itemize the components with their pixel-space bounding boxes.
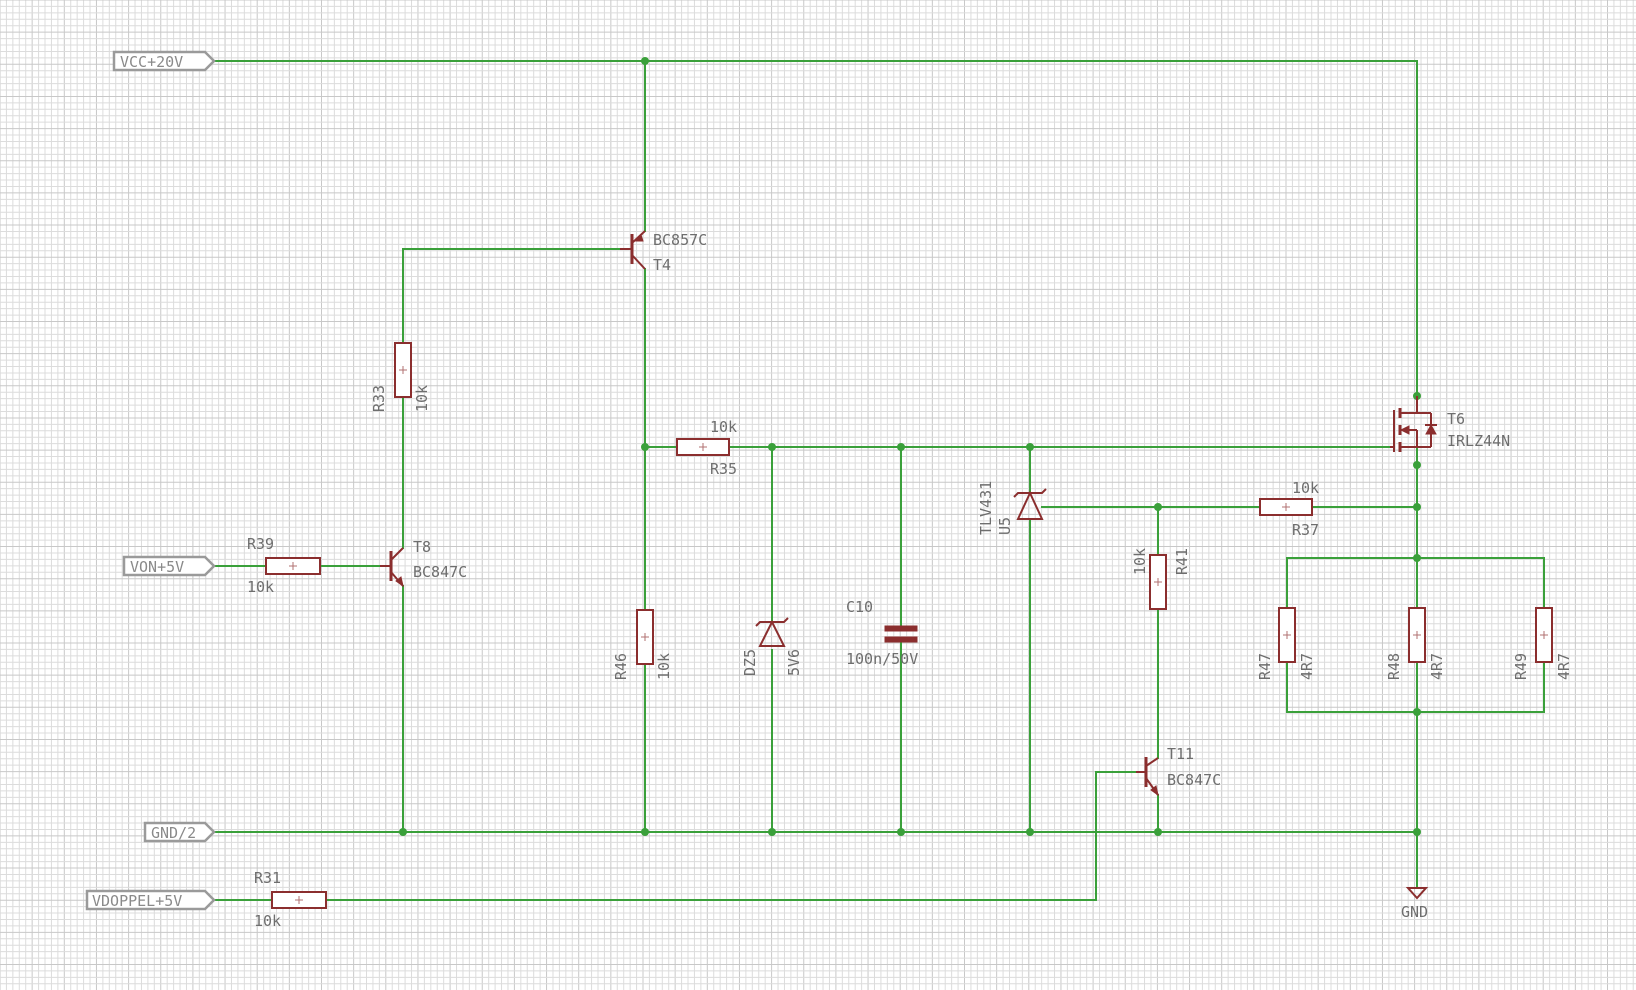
r49-value: 4R7 [1555,653,1573,680]
port-vcc-label: VCC+20V [120,53,183,71]
junctions [399,57,1421,836]
r49-ref: R49 [1512,653,1530,680]
resistor-r49[interactable]: R49 4R7 [1512,607,1573,680]
r31-value: 10k [254,912,281,930]
r48-ref: R48 [1385,653,1403,680]
transistor-t11[interactable]: T11 BC847C [1136,745,1221,797]
dz5-ref: DZ5 [741,649,759,676]
t8-value: BC847C [413,563,467,581]
r33-ref: R33 [370,385,388,412]
t4-value: BC857C [653,231,707,249]
r31-ref: R31 [254,869,281,887]
capacitor-c10[interactable]: C10 100n/50V [846,598,918,668]
t11-value: BC847C [1167,771,1221,789]
r33-value: 10k [413,385,431,412]
r47-ref: R47 [1256,653,1274,680]
t11-ref: T11 [1167,745,1194,763]
wires [213,60,1545,901]
c10-ref: C10 [846,598,873,616]
shunt-ref-u5[interactable]: TLV431 U5 [977,481,1047,535]
port-gnd-half-label: GND/2 [151,824,196,842]
gnd-label: GND [1401,903,1428,921]
resistor-r37[interactable]: 10k R37 [1259,479,1319,539]
r46-ref: R46 [612,653,630,680]
r46-value: 10k [655,653,673,680]
resistor-r35[interactable]: 10k R35 [676,418,737,478]
r39-ref: R39 [247,535,274,553]
u5-ref: U5 [996,517,1014,535]
r39-value: 10k [247,578,274,596]
t6-ref: T6 [1447,410,1465,428]
r37-value: 10k [1292,479,1319,497]
r35-ref: R35 [710,460,737,478]
port-von-label: VON+5V [130,558,184,576]
r48-value: 4R7 [1428,653,1446,680]
r41-ref: R41 [1173,548,1191,575]
r35-value: 10k [710,418,737,436]
port-vdoppel[interactable]: VDOPPEL+5V [85,889,216,911]
resistor-r46[interactable]: R46 10k [612,609,673,680]
transistor-t8[interactable]: T8 BC847C [380,538,467,588]
r47-value: 4R7 [1298,653,1316,680]
port-gnd-half[interactable]: GND/2 [143,821,216,843]
u5-value: TLV431 [977,481,995,535]
resistor-r48[interactable]: R48 4R7 [1385,607,1446,680]
transistor-t4[interactable]: BC857C T4 [620,230,707,274]
dz5-value: 5V6 [785,649,803,676]
ground-symbol[interactable]: GND [1401,887,1429,921]
t6-value: IRLZ44N [1447,432,1510,450]
port-vdoppel-label: VDOPPEL+5V [92,892,182,910]
resistor-r33[interactable]: R33 10k [370,342,431,412]
port-von[interactable]: VON+5V [122,555,216,577]
t8-ref: T8 [413,538,431,556]
resistor-r31[interactable]: R31 10k [254,869,327,930]
resistor-r41[interactable]: 10k R41 [1131,548,1191,610]
port-vcc[interactable]: VCC+20V [112,50,216,72]
resistor-r47[interactable]: R47 4R7 [1256,607,1316,680]
r41-value: 10k [1131,548,1149,575]
r37-ref: R37 [1292,521,1319,539]
c10-value: 100n/50V [846,650,918,668]
resistor-r39[interactable]: R39 10k [247,535,321,596]
zener-dz5[interactable]: DZ5 5V6 [741,617,803,676]
t4-ref: T4 [653,256,671,274]
mosfet-t6[interactable]: T6 IRLZ44N [1390,396,1510,452]
